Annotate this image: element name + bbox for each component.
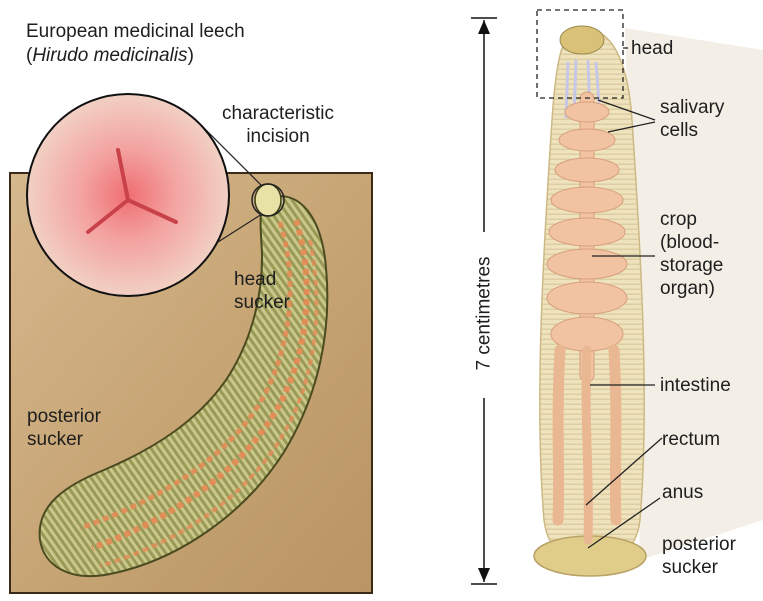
label-intestine: intestine <box>660 374 731 397</box>
label-posterior-sucker-right: posterior sucker <box>662 533 736 579</box>
label-head-sucker: head sucker <box>234 268 290 314</box>
label-crop: crop (blood- storage organ) <box>660 208 723 300</box>
label-anus: anus <box>662 481 703 504</box>
title-line-1: European medicinal leech <box>26 20 245 44</box>
label-characteristic-incision: characteristic incision <box>203 102 353 148</box>
leech-head-tip <box>255 184 281 216</box>
label-salivary-cells: salivary cells <box>660 96 724 142</box>
title-paren-close: ) <box>188 45 194 66</box>
title-line-2: (Hirudo medicinalis) <box>26 44 245 68</box>
label-posterior-sucker-left: posterior sucker <box>27 405 101 451</box>
title-species: Hirudo medicinalis <box>32 45 187 66</box>
head-sucker-right <box>560 26 604 54</box>
scale-label: 7 centimetres <box>473 254 496 374</box>
label-rectum: rectum <box>662 428 720 451</box>
label-head: head <box>631 37 673 60</box>
figure-title: European medicinal leech (Hirudo medicin… <box>26 20 245 68</box>
